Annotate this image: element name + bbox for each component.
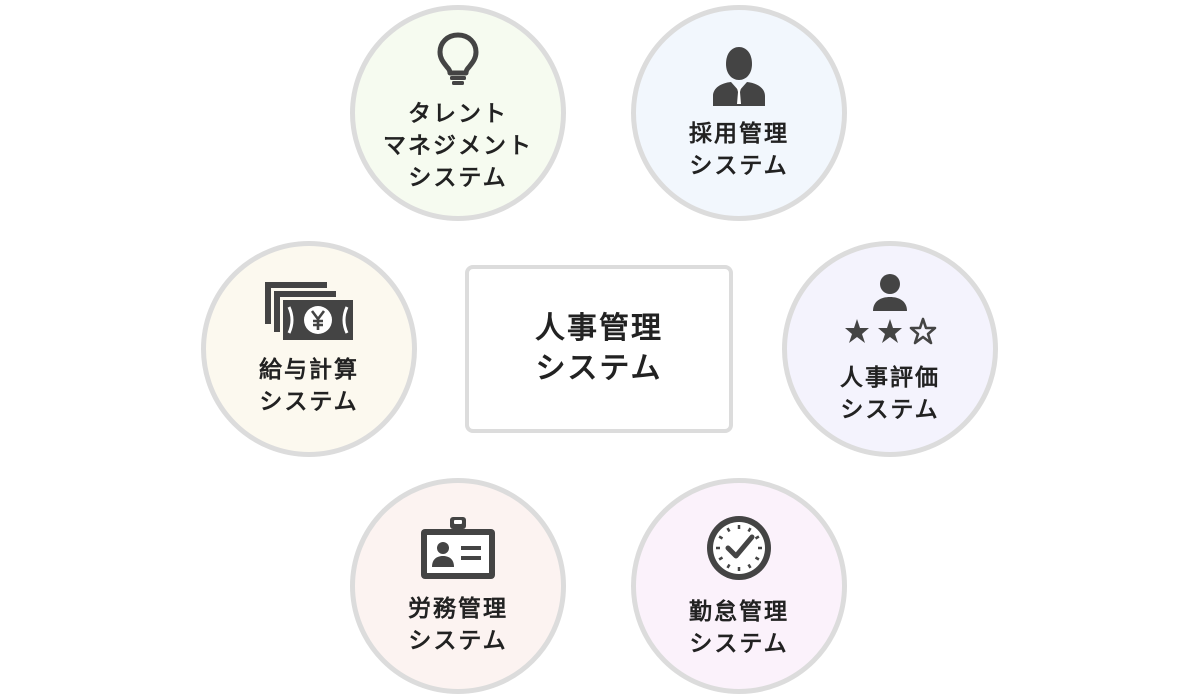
yen-banknotes-icon	[263, 280, 355, 346]
node-personnel-evaluation: 人事評価 システム	[782, 241, 998, 457]
node-talent-line1: タレント	[408, 101, 508, 127]
clock-icon	[703, 512, 775, 588]
node-payroll: 給与計算 システム	[201, 241, 417, 457]
node-recruit-line2: システム	[689, 153, 789, 179]
node-attend-line1: 勤怠管理	[689, 599, 789, 625]
businessman-icon	[711, 44, 767, 110]
node-recruit-label: 採用管理 システム	[689, 118, 789, 182]
center-title-line2: システム	[535, 351, 663, 386]
node-labor-management: 労務管理 システム	[350, 478, 566, 694]
node-attend-line2: システム	[689, 631, 789, 657]
node-talent-management: タレント マネジメント システム	[350, 5, 566, 221]
id-badge-icon	[419, 515, 497, 585]
node-talent-line2: マネジメント	[383, 133, 533, 159]
node-eval-label: 人事評価 システム	[840, 362, 940, 426]
node-labor-label: 労務管理 システム	[408, 593, 508, 657]
node-payroll-line2: システム	[259, 389, 359, 415]
node-talent-label: タレント マネジメント システム	[383, 98, 533, 194]
node-talent-line3: システム	[408, 165, 508, 191]
node-labor-line1: 労務管理	[408, 596, 508, 622]
node-recruit-line1: 採用管理	[689, 121, 789, 147]
person-rating-stars-icon	[840, 272, 940, 354]
node-payroll-label: 給与計算 システム	[259, 354, 359, 418]
node-labor-line2: システム	[408, 628, 508, 654]
center-hr-management-box: 人事管理 システム	[465, 265, 733, 433]
node-eval-line1: 人事評価	[840, 365, 940, 391]
lightbulb-icon	[435, 32, 481, 90]
node-eval-line2: システム	[840, 397, 940, 423]
node-payroll-line1: 給与計算	[259, 357, 359, 383]
center-title-line1: 人事管理	[535, 311, 663, 346]
node-attend-label: 勤怠管理 システム	[689, 596, 789, 660]
node-attendance-management: 勤怠管理 システム	[631, 478, 847, 694]
node-recruitment-management: 採用管理 システム	[631, 5, 847, 221]
